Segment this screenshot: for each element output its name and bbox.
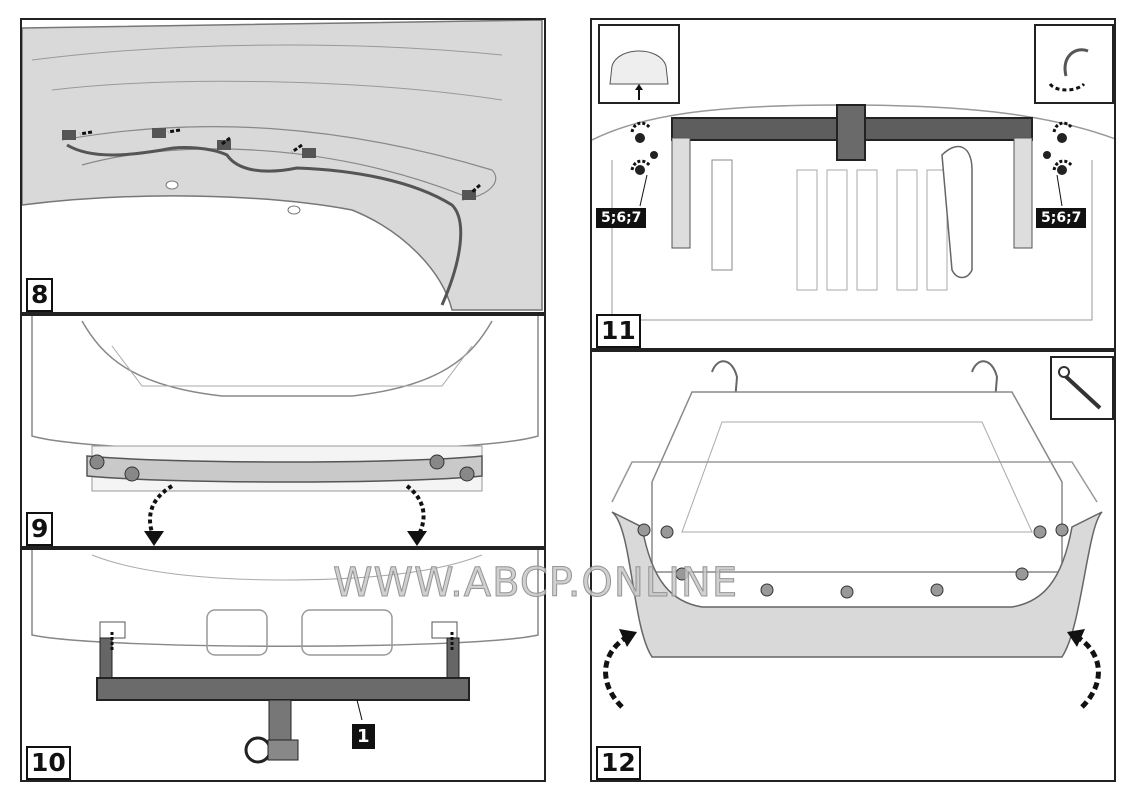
bumper-refit-illustration (603, 360, 1103, 709)
inset-wrench-tool (1050, 356, 1114, 420)
trunk-lid-wiring-illustration (22, 20, 544, 312)
hand-tool-icon (1048, 48, 1089, 92)
step-number: 9 (26, 512, 54, 546)
step-number: 10 (26, 746, 71, 780)
panel-step-12: 12 (590, 350, 1116, 782)
panel-step-11: 5;6;7 5;6;7 11 (590, 18, 1116, 350)
step-number: 11 (596, 314, 641, 348)
towbar-mounting-illustration (31, 550, 539, 764)
fastener-callout-left: 5;6;7 (596, 208, 647, 228)
step-number: 8 (26, 278, 54, 312)
step-number: 12 (596, 746, 641, 780)
fastener-callout-right: 5;6;7 (1036, 208, 1087, 228)
rear-frame-bracket-illustration (31, 316, 539, 546)
inset-torque-tool (1034, 24, 1114, 104)
part-callout: 1 (352, 724, 375, 749)
panel-step-10: 1 10 (20, 548, 546, 782)
inset-car-rear-view (598, 24, 680, 104)
car-rear-icon (609, 50, 669, 100)
panel-step-8: 8 (20, 18, 546, 314)
watermark-text: WWW.ABCP.ONLINE (332, 560, 739, 607)
panel-step-9: 9 (20, 314, 546, 548)
crossbar-bolting-illustration (592, 104, 1114, 321)
wrench-icon (1058, 366, 1102, 410)
